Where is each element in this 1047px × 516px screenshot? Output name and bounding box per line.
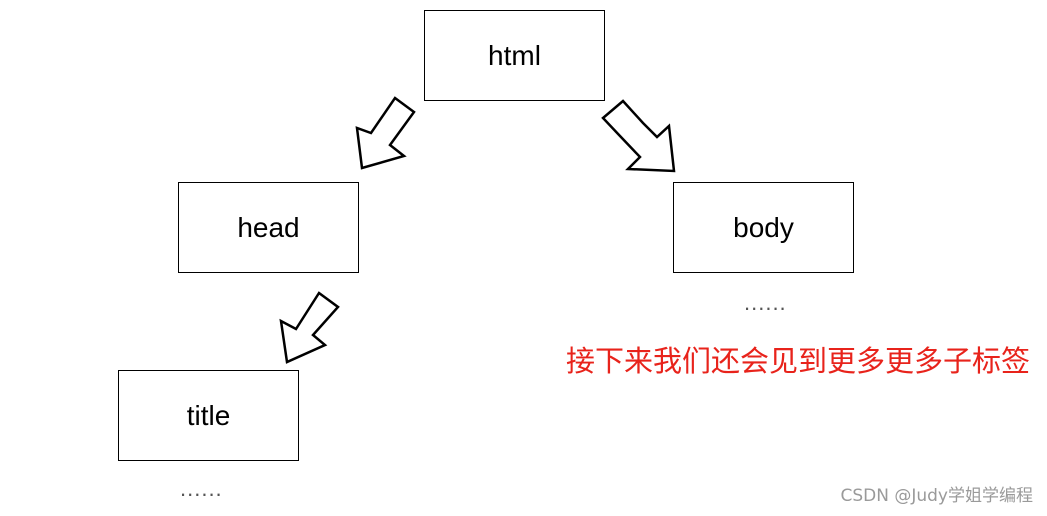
- annotation-note: 接下来我们还会见到更多更多子标签: [566, 344, 1031, 378]
- node-html: html: [424, 10, 605, 101]
- ellipsis-under-title: ......: [180, 476, 223, 501]
- node-head: head: [178, 182, 359, 273]
- arrow-html-to-head: [355, 96, 416, 170]
- node-title-label: title: [186, 399, 231, 431]
- arrow-html-to-body: [601, 99, 676, 173]
- arrow-head-to-title: [279, 291, 340, 364]
- ellipsis-under-body: ......: [744, 290, 787, 315]
- node-head-label: head: [237, 211, 300, 243]
- node-body-label: body: [733, 211, 794, 243]
- node-body: body: [673, 182, 854, 273]
- watermark: CSDN @Judy学姐学编程: [840, 486, 1033, 506]
- node-html-label: html: [488, 39, 541, 71]
- node-title: title: [118, 370, 299, 461]
